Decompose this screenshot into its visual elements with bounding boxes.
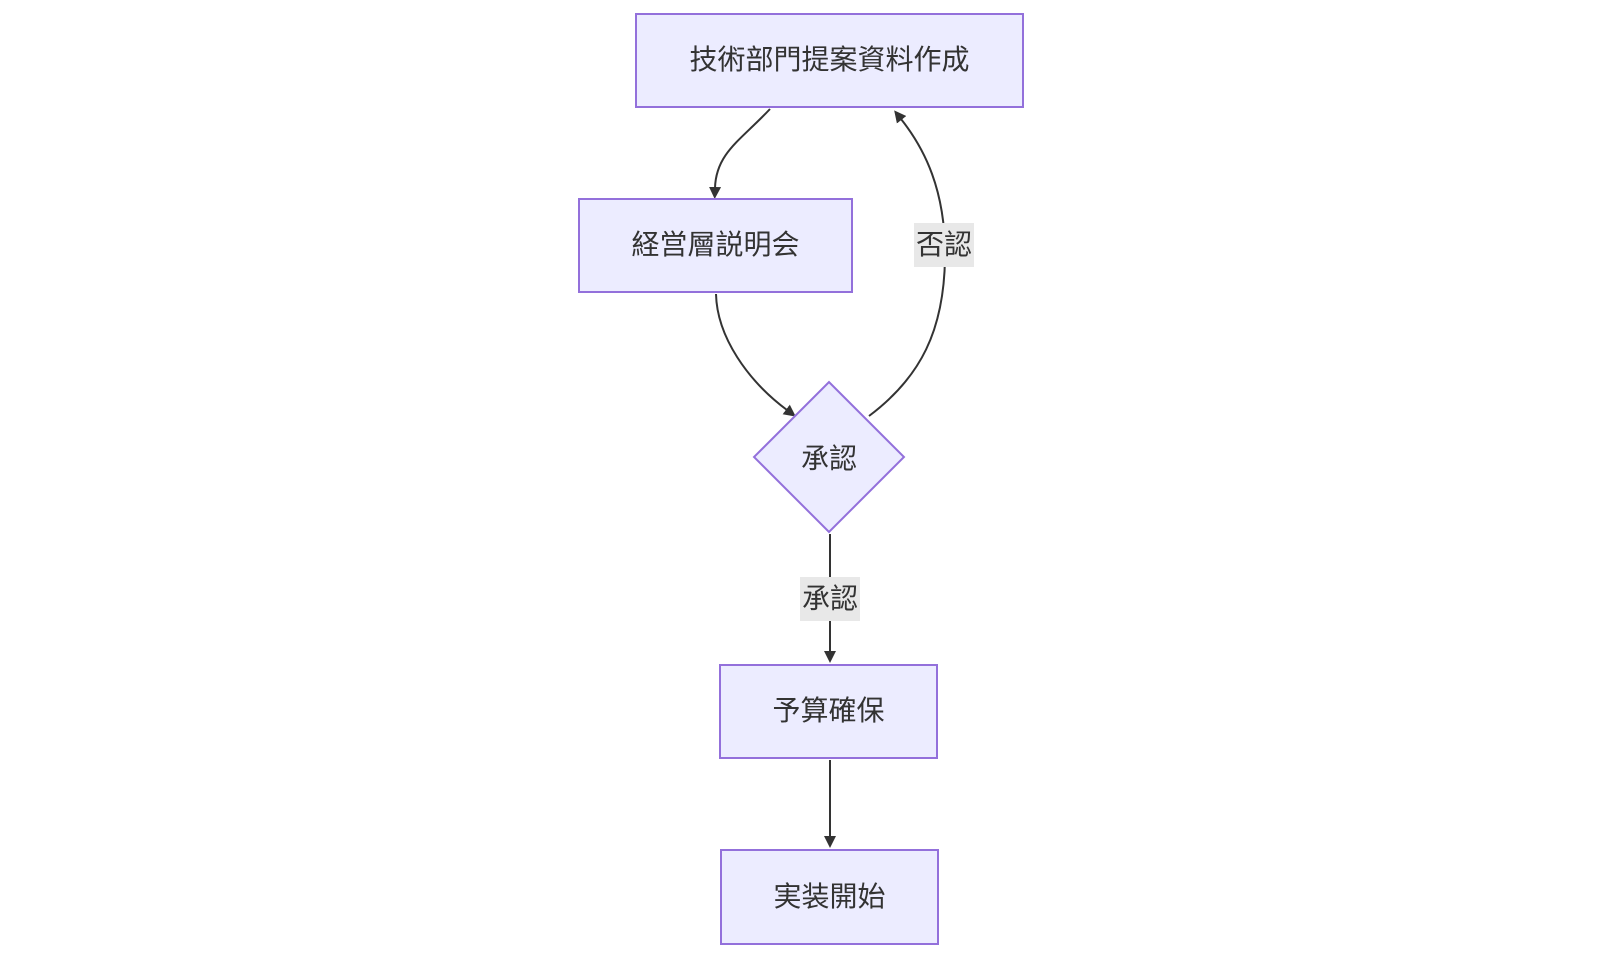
edge-briefing-to-approval <box>715 293 796 417</box>
node-label: 予算確保 <box>772 695 885 727</box>
node-implementation-start: 実装開始 <box>720 849 939 945</box>
edge-proposal-to-briefing <box>709 108 771 199</box>
node-label: 技術部門提案資料作成 <box>689 44 970 76</box>
node-proposal-creation: 技術部門提案資料作成 <box>635 13 1024 108</box>
decision-approval: 承認 <box>752 380 906 534</box>
node-label: 経営層説明会 <box>631 229 800 261</box>
edge-approval-denied-to-proposal <box>868 110 947 417</box>
node-budget-securing: 予算確保 <box>719 664 938 759</box>
node-management-briefing: 経営層説明会 <box>578 198 853 293</box>
node-label: 承認 <box>800 443 858 474</box>
edge-label-approved: 承認 <box>799 577 861 621</box>
edge-label-denied: 否認 <box>913 223 975 267</box>
node-label: 実装開始 <box>773 880 886 912</box>
